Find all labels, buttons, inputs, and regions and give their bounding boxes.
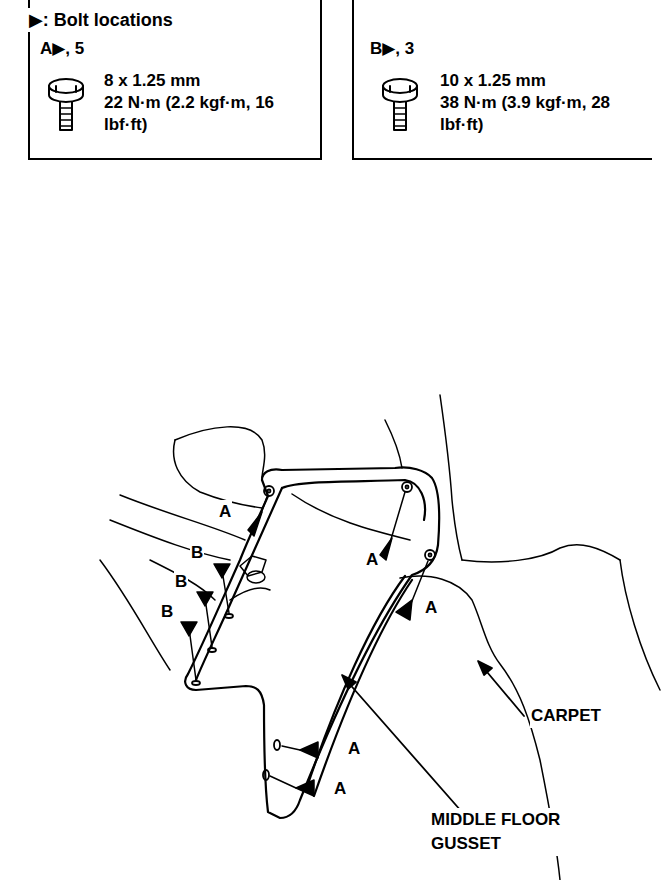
callout-letter: B <box>190 541 204 565</box>
gusset-outline <box>314 580 412 796</box>
body-outline <box>247 571 265 583</box>
body-outline <box>100 395 620 670</box>
gusset-outline <box>185 467 439 818</box>
bolt-hole <box>264 486 274 496</box>
callout-arrow <box>181 492 428 796</box>
part-name: CARPET <box>530 704 602 728</box>
bolt-icon <box>394 102 406 130</box>
bolt-size: 8 x 1.25 mm <box>104 70 304 92</box>
carpet-edge <box>620 560 660 690</box>
bolt-icon <box>49 79 83 93</box>
body-outline <box>462 545 620 562</box>
bolt-hole <box>402 482 412 492</box>
callout-arrow <box>396 600 412 620</box>
callout-arrow <box>222 570 229 613</box>
callout-letter: B <box>174 570 188 594</box>
body-outline <box>174 440 262 508</box>
body-outline <box>110 520 230 560</box>
bolt-hole <box>225 614 233 618</box>
bolt-icon <box>60 108 72 126</box>
bolt-icon <box>56 86 76 92</box>
bolt-icon <box>49 86 83 102</box>
callout-letter: A <box>218 500 232 524</box>
gusset-outline <box>185 467 439 818</box>
bolt-hole <box>274 740 280 750</box>
bolt-size: 10 x 1.25 mm <box>440 70 640 92</box>
bolt-code: A▶, 5 <box>40 38 160 60</box>
callout-arrow <box>389 492 405 546</box>
gusset-outline <box>282 480 425 520</box>
leader-line <box>342 675 356 689</box>
callout-letter: A <box>333 777 347 801</box>
bolt-icon <box>383 86 417 102</box>
bolt-code: B▶, 3 <box>370 38 490 60</box>
callout-arrow <box>205 598 212 647</box>
callout-letter: A <box>347 737 361 761</box>
legend-heading: ▶: Bolt locations <box>28 8 290 32</box>
leader-line <box>346 680 462 812</box>
callout-arrow <box>270 776 296 788</box>
callout-letter: A <box>365 548 379 572</box>
part-name: MIDDLE FLOOR GUSSET <box>430 808 607 856</box>
body-outline <box>385 420 402 468</box>
spec-box: B▶, 3 10 x 1.25 mm38 N·m (3.9 kgf·m, 28 l… <box>352 0 652 160</box>
callout-letter: A <box>424 596 438 620</box>
bolt-hole <box>425 550 435 560</box>
gusset-outline <box>196 488 282 680</box>
bolt-hole <box>208 648 216 652</box>
bolt-hole <box>263 770 269 780</box>
callout-arrow <box>300 742 318 758</box>
callout-arrow <box>296 780 314 796</box>
bolt-hole <box>268 490 271 493</box>
body-outline <box>440 395 462 560</box>
bolt-icon <box>394 108 406 126</box>
bolt-icon <box>383 79 417 130</box>
bolt-hole <box>406 486 409 489</box>
callout-arrow <box>189 628 196 680</box>
bolt-icon <box>390 86 410 92</box>
carpet-edge <box>400 560 660 880</box>
gusset-outline <box>306 576 405 790</box>
leader-line <box>482 666 524 716</box>
leader-line <box>342 661 524 812</box>
bolt-icon <box>383 79 417 93</box>
bolt-hole <box>429 554 432 557</box>
callout-arrow <box>258 497 267 522</box>
torque-spec: 22 N·m (2.2 kgf·m, 16 lbf·ft) <box>104 92 309 136</box>
torque-spec: 38 N·m (3.9 kgf·m, 28 lbf·ft) <box>440 92 645 136</box>
callout-letter: B <box>160 600 174 624</box>
leader-line <box>478 661 492 675</box>
body-outline <box>175 427 265 478</box>
callout-arrow <box>282 746 300 750</box>
body-outline <box>120 495 245 540</box>
bolt-icon <box>49 79 83 130</box>
bolt-hole <box>192 482 435 780</box>
bolt-hole <box>192 681 200 685</box>
bolt-icon <box>60 102 72 130</box>
